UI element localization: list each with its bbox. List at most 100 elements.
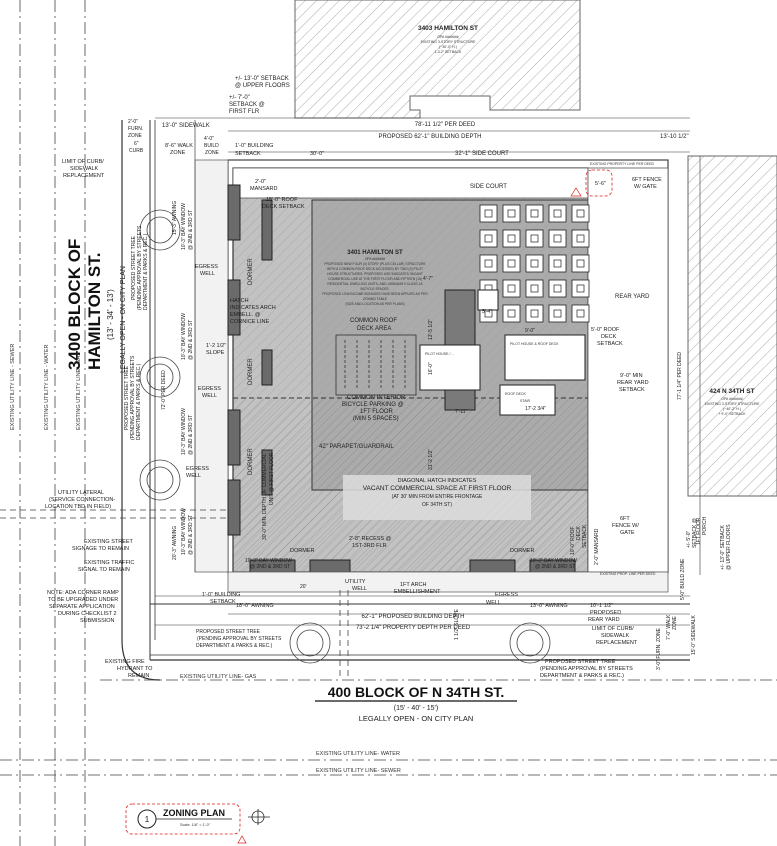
svg-text:78'-11 1/2" PER DEED: 78'-11 1/2" PER DEED: [415, 122, 476, 128]
svg-text:10'-3" BAY WINDOW: 10'-3" BAY WINDOW: [530, 558, 577, 564]
svg-text:SETBACK: SETBACK: [582, 524, 588, 548]
svg-text:EGRESS: EGRESS: [186, 466, 209, 472]
svg-text:DURING CHECKLIST 2: DURING CHECKLIST 2: [58, 611, 117, 617]
svg-text:UTILITY: UTILITY: [345, 579, 366, 585]
roof-vent-inner: [553, 209, 562, 218]
svg-text:6": 6": [134, 141, 139, 147]
utility-line-labels: EXISTING UTILITY LINE - SEWER EXISTING U…: [10, 344, 401, 774]
svg-text:@ 2ND & 3RD ST: @ 2ND & 3RD ST: [188, 210, 194, 250]
svg-text:@ UPPER FLOORS: @ UPPER FLOORS: [235, 83, 290, 89]
svg-text:ZONE: ZONE: [205, 150, 220, 156]
svg-text:LIMIT OF CURB/: LIMIT OF CURB/: [592, 626, 634, 632]
svg-text:13'-0" AWNING: 13'-0" AWNING: [530, 603, 568, 609]
roof-vent: [548, 304, 567, 323]
svg-text:SETBACK @: SETBACK @: [692, 518, 698, 548]
roof-vent-grid: [479, 204, 590, 323]
svg-text:2'-0": 2'-0": [128, 119, 138, 125]
svg-text:REAR YARD: REAR YARD: [588, 617, 620, 623]
svg-text:@ UPPER FLOORS: @ UPPER FLOORS: [726, 524, 732, 570]
svg-text:5'-6": 5'-6": [595, 181, 606, 187]
dimension-lines: [155, 117, 701, 626]
svg-text:NOTE: ADA CORNER RAMP: NOTE: ADA CORNER RAMP: [47, 590, 119, 596]
neighbor-north-building: [294, 0, 581, 119]
svg-text:SEPARATE APPLICATION: SEPARATE APPLICATION: [49, 604, 115, 610]
svg-text:3'-0" FURN. ZONE: 3'-0" FURN. ZONE: [656, 627, 662, 670]
roof-vent-inner: [553, 234, 562, 243]
svg-text:13'-5 1/2": 13'-5 1/2": [428, 319, 434, 340]
svg-text:REAR YARD: REAR YARD: [617, 380, 649, 386]
roof-vent-inner: [576, 234, 585, 243]
svg-text:CORNICE LINE: CORNICE LINE: [230, 319, 269, 325]
svg-text:30'-0": 30'-0": [310, 151, 324, 157]
svg-text:10'-0" ROOF: 10'-0" ROOF: [570, 526, 576, 555]
svg-text:W/ GATE: W/ GATE: [634, 184, 657, 190]
building-labels: 2'-0" MANSARD 15'-0" ROOF DECK SETBACK E…: [186, 179, 559, 554]
svg-text:@ 2ND & 3RD ST: @ 2ND & 3RD ST: [188, 320, 194, 360]
svg-text:SETBACK: SETBACK: [210, 599, 236, 605]
svg-text:DORMER: DORMER: [248, 358, 254, 385]
roof-vent: [525, 279, 544, 298]
svg-text:(PENDING APPROVAL BY STREETS: (PENDING APPROVAL BY STREETS: [540, 666, 633, 672]
roof-vent: [479, 229, 498, 248]
svg-text:7'-0" WALK: 7'-0" WALK: [666, 614, 672, 640]
svg-text:EXISTING 3-STORY STRUCTURE: EXISTING 3-STORY STRUCTURE: [421, 40, 477, 44]
svg-text:WELL: WELL: [186, 473, 201, 479]
svg-text:DEPARTMENT & PARKS & REC.): DEPARTMENT & PARKS & REC.): [136, 363, 142, 440]
right-lower-labels: 6FT FENCE W/ GATE 2'-0" MANSARD 10'-0" R…: [570, 516, 732, 670]
svg-text:WELL: WELL: [200, 271, 215, 277]
svg-text:30'-0" MIN. DEPTH OF COMMERCIA: 30'-0" MIN. DEPTH OF COMMERCIAL: [262, 453, 268, 540]
svg-text:SIGNAGE TO REMAIN: SIGNAGE TO REMAIN: [72, 546, 129, 552]
roof-vent: [571, 304, 590, 323]
svg-text:1'-2 1/2": 1'-2 1/2": [206, 343, 226, 349]
roof-vent-inner: [484, 234, 493, 243]
svg-text:EMBELL. @: EMBELL. @: [230, 312, 261, 318]
svg-text:17'-2 3/4": 17'-2 3/4": [525, 406, 546, 412]
roof-vent: [502, 204, 521, 223]
hamilton-sidewalk: [121, 120, 229, 660]
svg-text:EXISTING UTILITY LINE - SEWER: EXISTING UTILITY LINE - SEWER: [10, 344, 16, 430]
svg-text:PROPOSED LOW INCOME BONUSES HA: PROPOSED LOW INCOME BONUSES HAVE BEEN AP…: [322, 292, 428, 296]
neighbor-east-building: [687, 155, 777, 497]
bay-windows-south: [249, 559, 576, 573]
svg-text:(SIZE AND LOCATION AS PER PLAN: (SIZE AND LOCATION AS PER PLANS): [345, 302, 404, 306]
svg-text:DORMER: DORMER: [248, 258, 254, 285]
svg-text:PILOT HOUSE & ROOF DECK: PILOT HOUSE & ROOF DECK: [510, 342, 559, 346]
svg-text:ZONING TABLE: ZONING TABLE: [363, 297, 388, 301]
svg-text:2'-0": 2'-0": [255, 179, 266, 185]
svg-text:SETBACK: SETBACK: [235, 151, 261, 157]
svg-text:10'-3" BAY WINDOW: 10'-3" BAY WINDOW: [181, 408, 187, 455]
svg-text:STAIR: STAIR: [520, 399, 531, 403]
svg-text:20': 20': [300, 584, 307, 590]
svg-text:(MIN 5 SPACES): (MIN 5 SPACES): [353, 416, 399, 422]
svg-text:8'-6" WALK: 8'-6" WALK: [165, 143, 193, 149]
svg-text:5'-0" ROOF: 5'-0" ROOF: [591, 327, 620, 333]
svg-text:REMAIN: REMAIN: [128, 673, 149, 679]
svg-text:ZONE: ZONE: [170, 150, 186, 156]
roof-vent-inner: [530, 259, 539, 268]
sheet-number: 1: [145, 815, 150, 824]
svg-text:FURN.: FURN.: [128, 126, 143, 132]
svg-text:EXISTING TRAFFIC: EXISTING TRAFFIC: [84, 560, 134, 566]
roof-vent: [548, 204, 567, 223]
svg-text:INDICATES ARCH: INDICATES ARCH: [230, 305, 276, 311]
svg-text:6FT: 6FT: [620, 516, 630, 522]
svg-text:18'-0" AWNING: 18'-0" AWNING: [236, 603, 274, 609]
svg-text:UNIT @ FIRST FLOOR: UNIT @ FIRST FLOOR: [269, 452, 275, 505]
svg-text:+/- 7'-0": +/- 7'-0": [229, 95, 250, 101]
svg-text:77'-1 1/4" PER DEED: 77'-1 1/4" PER DEED: [677, 352, 683, 400]
svg-text:@ 2ND & 3RD ST: @ 2ND & 3RD ST: [250, 564, 290, 570]
hamilton-street-title: 3400 BLOCK OF HAMILTON ST. (13' - 34' - …: [65, 239, 127, 373]
svg-text:15'-0" SIDEWALK: 15'-0" SIDEWALK: [691, 615, 697, 655]
svg-text:MANSARD: MANSARD: [250, 186, 278, 192]
svg-text:10'-3" BAY WINDOW: 10'-3" BAY WINDOW: [181, 313, 187, 360]
svg-text:+/- 13'-0" SETBACK: +/- 13'-0" SETBACK: [720, 525, 726, 570]
svg-text:DORMER: DORMER: [510, 548, 534, 554]
svg-text:EMBELLISHMENT: EMBELLISHMENT: [394, 589, 441, 595]
svg-text:9'-0" MIN: 9'-0" MIN: [620, 373, 643, 379]
svg-text:HOUSE STRUCTURES. PROPOSED USE: HOUSE STRUCTURES. PROPOSED USE INDICATES…: [327, 272, 423, 276]
neighbor-east-label: 424 N 34TH ST OPA ####### EXISTING 3-STO…: [705, 388, 761, 416]
svg-text:REPLACEMENT: REPLACEMENT: [63, 173, 105, 179]
svg-text:(AT 30' MIN FROM ENTIRE FRONTA: (AT 30' MIN FROM ENTIRE FRONTAGE: [392, 494, 483, 500]
svg-text:2'-0" MANSARD: 2'-0" MANSARD: [594, 528, 600, 565]
